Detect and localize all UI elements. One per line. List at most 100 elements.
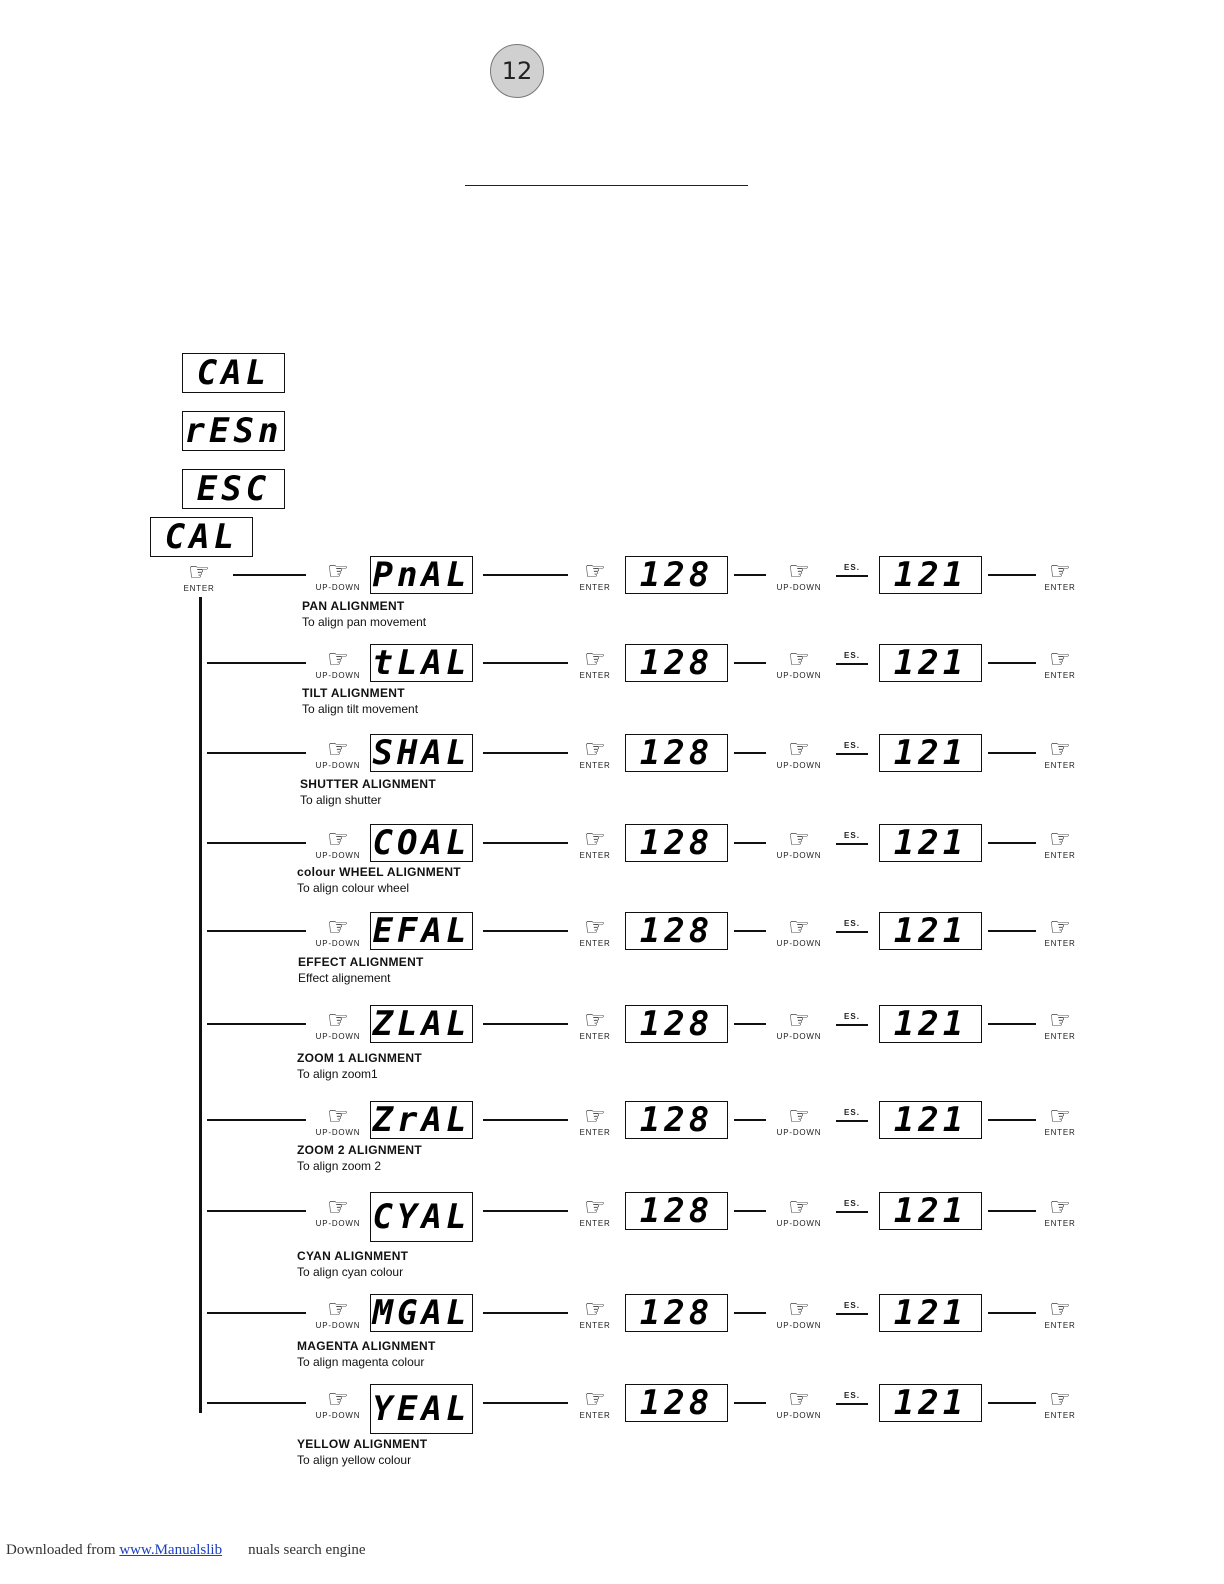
up-down-key[interactable]: ☞UP-DOWN [768, 647, 830, 681]
enter-key-confirm[interactable]: ☞ENTER [1029, 1387, 1091, 1421]
esc-underline [836, 931, 868, 933]
enter-key-label: ENTER [579, 583, 611, 592]
esc-key[interactable]: ES. [834, 1012, 870, 1026]
esc-key[interactable]: ES. [834, 563, 870, 577]
up-down-key[interactable]: ☞UP-DOWN [307, 1104, 369, 1138]
up-down-key[interactable]: ☞UP-DOWN [768, 1104, 830, 1138]
lcd-menu-resn: rESn [182, 411, 285, 451]
esc-key-label: ES. [844, 1391, 860, 1400]
enter-key[interactable]: ☞ENTER [564, 915, 626, 949]
enter-key-confirm[interactable]: ☞ENTER [1029, 737, 1091, 771]
lcd-function-code: MGAL [370, 1294, 473, 1332]
pointing-hand-icon: ☞ [327, 735, 349, 763]
esc-key[interactable]: ES. [834, 1301, 870, 1315]
pointing-hand-icon: ☞ [327, 1006, 349, 1034]
up-down-key[interactable]: ☞UP-DOWN [768, 559, 830, 593]
up-down-key[interactable]: ☞UP-DOWN [307, 1195, 369, 1229]
up-down-key[interactable]: ☞UP-DOWN [768, 1297, 830, 1331]
enter-key[interactable]: ☞ENTER [564, 1104, 626, 1138]
up-down-key[interactable]: ☞UP-DOWN [307, 1008, 369, 1042]
up-down-key[interactable]: ☞UP-DOWN [768, 915, 830, 949]
connector-line [483, 930, 568, 932]
pointing-hand-icon: ☞ [788, 1006, 810, 1034]
up-down-key[interactable]: ☞UP-DOWN [307, 827, 369, 861]
pointing-hand-icon: ☞ [327, 825, 349, 853]
footer-link[interactable]: www.Manualslib [119, 1542, 223, 1558]
pointing-hand-icon: ☞ [584, 557, 606, 585]
enter-key-confirm[interactable]: ☞ENTER [1029, 1195, 1091, 1229]
up-down-key[interactable]: ☞UP-DOWN [307, 1297, 369, 1331]
enter-key-confirm-label: ENTER [1044, 851, 1076, 860]
enter-key[interactable]: ☞ENTER [564, 1195, 626, 1229]
esc-underline [836, 1313, 868, 1315]
up-down-key-label: UP-DOWN [776, 939, 822, 948]
enter-key-label: ENTER [579, 671, 611, 680]
up-down-key-label: UP-DOWN [315, 939, 361, 948]
branch-line [207, 1210, 306, 1212]
enter-key[interactable]: ☞ENTER [564, 559, 626, 593]
enter-key-confirm[interactable]: ☞ENTER [1029, 915, 1091, 949]
lcd-adjusted-value: 121 [879, 1294, 982, 1332]
lcd-function-code: YEAL [370, 1384, 473, 1434]
up-down-key[interactable]: ☞UP-DOWN [768, 737, 830, 771]
lcd-default-value: 128 [625, 1192, 728, 1230]
enter-key-confirm[interactable]: ☞ENTER [1029, 1104, 1091, 1138]
pointing-hand-icon: ☞ [188, 558, 210, 586]
pointing-hand-icon: ☞ [1049, 913, 1071, 941]
enter-key-label: ENTER [579, 939, 611, 948]
connector-line [734, 1210, 766, 1212]
up-down-key[interactable]: ☞UP-DOWN [768, 1008, 830, 1042]
up-down-key[interactable]: ☞UP-DOWN [307, 737, 369, 771]
enter-key-confirm[interactable]: ☞ENTER [1029, 559, 1091, 593]
enter-key[interactable]: ☞ENTER [564, 1387, 626, 1421]
lcd-function-code: COAL [370, 824, 473, 862]
up-down-key-label: UP-DOWN [776, 1219, 822, 1228]
up-down-key[interactable]: ☞UP-DOWN [768, 827, 830, 861]
footer-prefix: Downloaded from [6, 1542, 120, 1558]
enter-key-confirm[interactable]: ☞ENTER [1029, 1297, 1091, 1331]
esc-underline [836, 843, 868, 845]
esc-key[interactable]: ES. [834, 919, 870, 933]
pointing-hand-icon: ☞ [584, 1006, 606, 1034]
up-down-key[interactable]: ☞UP-DOWN [307, 915, 369, 949]
up-down-key-label: UP-DOWN [776, 1032, 822, 1041]
pointing-hand-icon: ☞ [788, 913, 810, 941]
lcd-default-value: 128 [625, 734, 728, 772]
up-down-key[interactable]: ☞UP-DOWN [307, 559, 369, 593]
enter-key[interactable]: ☞ENTER [564, 647, 626, 681]
up-down-key[interactable]: ☞UP-DOWN [768, 1387, 830, 1421]
enter-key[interactable]: ☞ENTER [564, 827, 626, 861]
esc-key[interactable]: ES. [834, 1391, 870, 1405]
connector-line [734, 662, 766, 664]
row-description: To align tilt movement [302, 702, 419, 716]
enter-key[interactable]: ☞ENTER [564, 737, 626, 771]
enter-key-confirm[interactable]: ☞ENTER [1029, 1008, 1091, 1042]
enter-key-confirm[interactable]: ☞ENTER [1029, 827, 1091, 861]
connector-line [483, 1023, 568, 1025]
esc-key[interactable]: ES. [834, 741, 870, 755]
esc-key[interactable]: ES. [834, 1199, 870, 1213]
esc-key[interactable]: ES. [834, 831, 870, 845]
row-description: To align magenta colour [297, 1355, 425, 1369]
enter-key-confirm[interactable]: ☞ENTER [1029, 647, 1091, 681]
up-down-key[interactable]: ☞UP-DOWN [307, 647, 369, 681]
pointing-hand-icon: ☞ [788, 825, 810, 853]
enter-key[interactable]: ☞ENTER [564, 1297, 626, 1331]
up-down-key-label: UP-DOWN [776, 1128, 822, 1137]
branch-line [207, 662, 306, 664]
row-description: To align zoom1 [297, 1067, 378, 1081]
esc-key-label: ES. [844, 1301, 860, 1310]
row-description: To align colour wheel [297, 881, 410, 895]
esc-key[interactable]: ES. [834, 1108, 870, 1122]
esc-key[interactable]: ES. [834, 651, 870, 665]
up-down-key[interactable]: ☞UP-DOWN [768, 1195, 830, 1229]
enter-key-label: ENTER [579, 761, 611, 770]
enter-key-start[interactable]: ☞ ENTER [168, 560, 230, 594]
enter-key[interactable]: ☞ENTER [564, 1008, 626, 1042]
up-down-key[interactable]: ☞UP-DOWN [307, 1387, 369, 1421]
esc-underline [836, 1120, 868, 1122]
